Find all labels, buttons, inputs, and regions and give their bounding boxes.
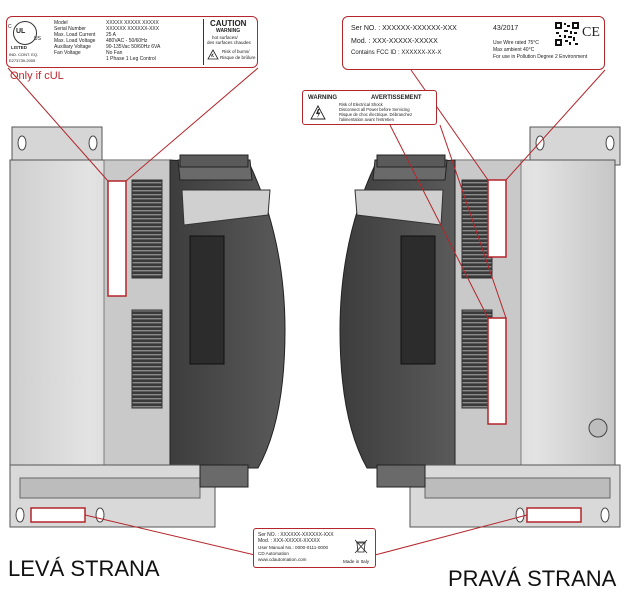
avertissement-title: AVERTISSEMENT: [371, 95, 422, 101]
left-bottom-label-marker: [30, 507, 86, 523]
row-fan-value: No Fan: [106, 50, 123, 56]
bottom-ser-no: Ser NO. : XXXXXX-XXXXXX-XXX: [258, 532, 334, 538]
cul-logo-icon: UL: [13, 21, 37, 45]
burn-line-2: Risque de brûlure: [220, 55, 256, 60]
electrical-shock-icon: [310, 105, 326, 120]
serial-wire: Use Wire rated 75°C: [493, 40, 539, 46]
row-voltage-key: Max. Load Voltage: [54, 38, 96, 44]
left-terminal-cover: [181, 189, 271, 226]
weee-bin-icon: [354, 539, 368, 554]
right-vent-bottom: [461, 309, 493, 409]
row-model-key: Model: [54, 20, 68, 26]
bottom-serial-label: Ser NO. : XXXXXX-XXXXXX-XXX Mod. : XXX-X…: [253, 528, 376, 568]
left-vent-bottom: [131, 309, 163, 409]
caution-line-2: des surfaces chaudes: [207, 40, 251, 45]
right-device: [339, 126, 621, 528]
cul-rating-label: UL C US LISTED IND. CONT. EQ. E273739-20…: [6, 16, 258, 68]
bottom-web: www.cdautomation.com: [258, 557, 307, 562]
serial-pollution: For use in Pollution Degree 2 Environmen…: [493, 54, 588, 60]
cul-logo-us: US: [34, 36, 41, 42]
row-serial-key: Serial Number: [54, 26, 86, 32]
row-aux-key: Auxiliary Voltage: [54, 44, 91, 50]
burn-line-1: Risk of burns/: [222, 49, 250, 54]
bottom-made-in: Made in Italy: [343, 559, 370, 564]
warning-line-1: Risk of Electrical Shock: [339, 102, 383, 107]
left-side-title: LEVÁ STRANA: [8, 556, 160, 581]
hot-surface-icon: [207, 49, 219, 60]
right-window: [400, 235, 436, 365]
leader-lines: [7, 67, 606, 556]
right-ground-screw: [588, 418, 608, 438]
bottom-manual: User Manual No.: 0000-0111-0000: [258, 545, 329, 550]
warning-line-3: Risque de choc électrique. Débranchez: [339, 112, 413, 117]
cul-ind-cont: IND. CONT. EQ.: [9, 52, 39, 57]
left-window: [189, 235, 225, 365]
right-top-bracket: [529, 126, 621, 166]
serial-fcc: Contains FCC ID : XXXXXX-XX-X: [351, 50, 442, 56]
left-top-bracket: [11, 126, 103, 166]
caution-title: CAUTION: [210, 19, 247, 28]
bottom-mod: Mod. : XXX-XXXXX-XXXXX: [258, 538, 320, 544]
row-model-value: XXXXX XXXXX XXXXX: [106, 20, 159, 26]
bottom-company: CD Automation: [258, 551, 289, 556]
only-cul-note: Only if cUL: [10, 70, 64, 82]
row-voltage-value: 480VAC - 50/60Hz: [106, 38, 148, 44]
serial-date: 43/2017: [493, 25, 519, 32]
left-device: [9, 126, 286, 528]
row-fan-key: Fan Voltage: [54, 50, 81, 56]
right-label-marker-top: [487, 179, 507, 258]
left-vent-top: [131, 179, 163, 279]
caution-warning: WARNING: [216, 28, 241, 34]
right-terminal-cover: [354, 189, 444, 226]
warning-line-2: Disconnect all Power before Servicing: [339, 107, 410, 112]
row-serial-value: XXXXXX XXXXXX-XXX: [106, 26, 160, 32]
row-current-key: Max. Load Current: [54, 32, 96, 38]
row-current-value: 25 A: [106, 32, 117, 38]
warning-line-4: l'alimentation avant l'entretien: [339, 117, 394, 122]
serial-mod: Mod. : XXX-XXXXX-XXXXX: [351, 38, 438, 45]
serial-number-label: Ser NO. : XXXXXX-XXXXXX-XXX 43/2017 Mod.…: [342, 16, 605, 70]
qr-code-icon: [555, 22, 579, 46]
serial-ser-no: Ser NO. : XXXXXX-XXXXXX-XXX: [351, 25, 457, 32]
warning-label: WARNING AVERTISSEMENT Risk of Electrical…: [302, 90, 437, 125]
right-side-title: PRAVÁ STRANA: [448, 566, 617, 591]
right-label-marker-bottom: [487, 317, 507, 425]
cul-logo-c: C: [8, 24, 12, 30]
caution-block: CAUTION WARNING hot surfaces/ des surfac…: [203, 19, 258, 65]
caution-line-1: hot surfaces/: [212, 35, 238, 40]
cul-file-no: E273739-2005: [9, 58, 36, 63]
row-phase-value: 1 Phase 1 Leg Control: [106, 56, 156, 62]
serial-ambient: Max ambient 40°C: [493, 47, 535, 53]
left-label-marker: [107, 180, 127, 297]
ce-mark: CE: [582, 25, 600, 40]
row-aux-value: 90-135Vac 50/60Hz 6VA: [106, 44, 161, 50]
warning-title: WARNING: [308, 95, 337, 101]
right-bottom-label-marker: [526, 507, 582, 523]
cul-listed: LISTED: [11, 45, 28, 50]
